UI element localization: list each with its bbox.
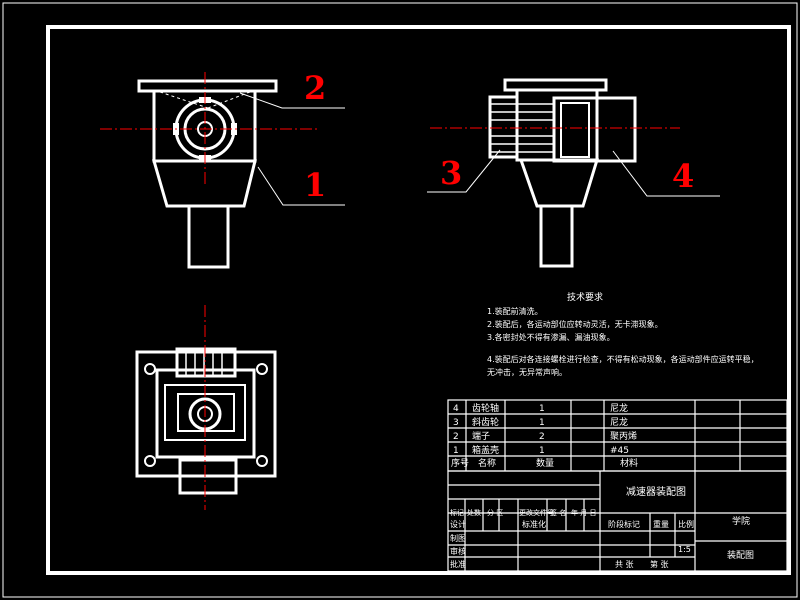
bom-header-name: 名称	[478, 457, 496, 469]
notes-line-4: 4.装配后对各连接螺栓进行检查，不得有松动现象，各运动部件应运转平稳，	[487, 354, 759, 364]
bom-qty: 1	[539, 418, 545, 428]
callout-4: 4	[672, 157, 694, 195]
notes-line-1: 1.装配前清洗。	[487, 306, 543, 316]
bom-material: 尼龙	[610, 402, 628, 414]
scale-value: 1:5	[678, 545, 691, 554]
bom-qty: 1	[539, 404, 545, 414]
rev-header-docno: 更改文件号	[519, 508, 554, 517]
notes-line-2: 2.装配后，各运动部位应转动灵活，无卡滞现象。	[487, 319, 663, 329]
company-name: 学院	[732, 515, 750, 527]
sheet-total: 共 张	[615, 560, 634, 569]
callout-leaders	[239, 92, 720, 206]
bom-name: 斜齿轮	[472, 416, 499, 428]
notes-title: 技术要求	[567, 291, 603, 303]
label-approve: 批准	[450, 559, 466, 569]
notes-line-5: 无冲击，无异常声响。	[487, 367, 567, 377]
revision-header: 标记 处数 分 区 更改文件号 签 名 年 月 日	[450, 508, 596, 517]
bom-row: 1 箱盖壳 1 #45	[453, 444, 629, 456]
label-standardization: 标准化	[522, 519, 546, 529]
label-weight: 重量	[653, 519, 669, 529]
bom-name: 箱盖壳	[472, 444, 499, 456]
bom-qty: 2	[539, 432, 545, 442]
bom-no: 4	[453, 404, 459, 414]
technical-notes: 技术要求 1.装配前清洗。 2.装配后，各运动部位应转动灵活，无卡滞现象。 3.…	[487, 291, 759, 377]
top-view	[135, 347, 277, 495]
title-block-grid	[447, 399, 788, 572]
rev-header-count: 处数	[467, 508, 481, 517]
rev-header-date: 年 月 日	[571, 508, 596, 517]
label-stage: 阶段标记	[608, 519, 640, 529]
sheet-no: 第 张	[650, 559, 669, 569]
side-view	[488, 78, 637, 268]
bom-row: 2 端子 2 聚丙烯	[453, 430, 637, 442]
label-review: 审核	[450, 546, 466, 556]
bom-name: 齿轮轴	[472, 402, 499, 414]
label-scale: 比例	[678, 519, 694, 529]
bom-no: 1	[453, 446, 459, 456]
callout-1: 1	[304, 166, 326, 204]
bom-qty: 1	[539, 446, 545, 456]
rev-header-mark: 标记	[450, 508, 464, 517]
top-view-teeth	[185, 349, 223, 376]
bom-material: 尼龙	[610, 416, 628, 428]
drawing-name: 减速器装配图	[626, 485, 686, 498]
inner-frame	[46, 25, 791, 575]
bom-header: 序号 名称 数量 材料	[451, 457, 638, 469]
bom-no: 3	[453, 418, 459, 428]
bom-material: #45	[610, 446, 629, 456]
label-drafting: 制图	[450, 533, 466, 543]
bom-row: 3 斜齿轮 1 尼龙	[453, 416, 628, 428]
callout-2: 2	[304, 69, 326, 107]
notes-line-3: 3.各密封处不得有渗漏、漏油现象。	[487, 332, 615, 342]
front-view	[137, 79, 278, 269]
rev-header-sign: 签 名	[550, 508, 566, 517]
callout-3: 3	[440, 154, 462, 192]
label-design: 设计	[450, 519, 466, 529]
front-view-hidden-lines	[159, 91, 251, 109]
bom-no: 2	[453, 432, 459, 442]
bom-row: 4 齿轮轴 1 尼龙	[453, 402, 628, 414]
side-view-gear-teeth	[490, 103, 554, 153]
bom-header-qty: 数量	[536, 457, 554, 469]
bom-header-no: 序号	[451, 457, 469, 469]
bom-name: 端子	[472, 430, 490, 442]
bom-material: 聚丙烯	[610, 430, 637, 442]
rev-header-zone: 分 区	[487, 508, 503, 517]
drawing-number: 装配图	[727, 549, 754, 561]
front-view-center-lines	[100, 72, 320, 185]
bom-header-material: 材料	[620, 457, 638, 469]
